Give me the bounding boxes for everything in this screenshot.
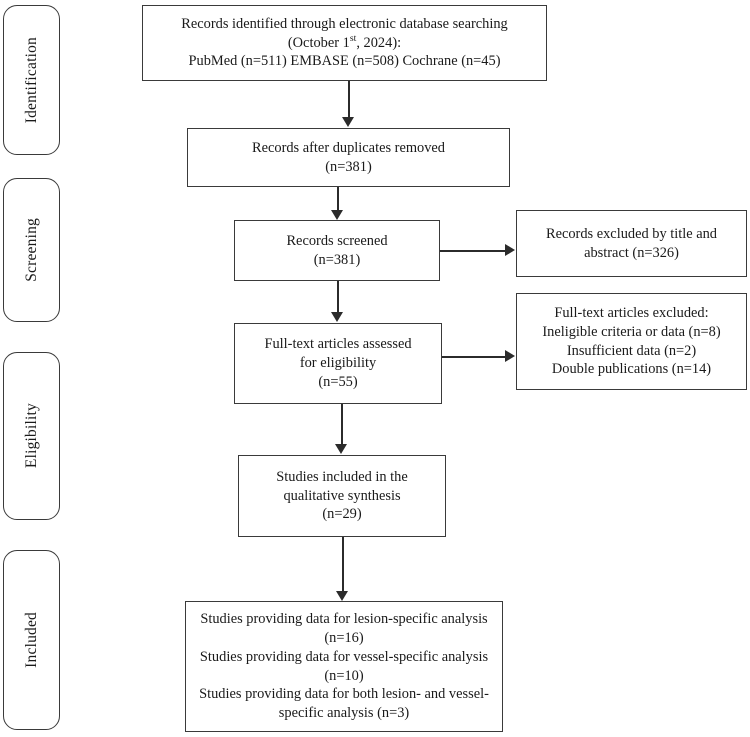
qualitative-synthesis-line3: (n=29) <box>322 506 362 523</box>
box-records-screened-text: Records screened (n=381) <box>286 232 387 269</box>
stage-eligibility-label: Eligibility <box>22 403 40 469</box>
connector-screened-to-excluded <box>440 250 506 252</box>
fulltext-assessed-line2: for eligibility <box>299 355 377 372</box>
stage-included-label: Included <box>22 612 40 668</box>
box-fulltext-assessed: Full-text articles assessed for eligibil… <box>234 323 442 404</box>
stage-eligibility: Eligibility <box>3 352 60 520</box>
arrowhead-screened-to-excluded <box>505 244 515 256</box>
arrowhead-fulltext-to-synthesis <box>335 444 347 454</box>
connector-synthesis-to-final <box>342 537 344 592</box>
records-identified-line2: (October 1st, 2024): <box>181 32 507 53</box>
box-records-screened: Records screened (n=381) <box>234 220 440 281</box>
final-included-line3: Studies providing data for both lesion- … <box>199 686 489 721</box>
box-records-identified: Records identified through electronic da… <box>142 5 547 81</box>
box-after-duplicates-removed: Records after duplicates removed (n=381) <box>187 128 510 187</box>
connector-duplicates-to-screened <box>337 187 339 211</box>
box-excluded-title-abstract-text: Records excluded by title and abstract (… <box>529 225 734 262</box>
arrowhead-fulltext-to-excluded <box>505 350 515 362</box>
connector-identified-to-duplicates <box>348 81 350 118</box>
box-records-identified-text: Records identified through electronic da… <box>181 15 507 71</box>
box-final-included-text: Studies providing data for lesion-specif… <box>199 610 489 722</box>
stage-screening: Screening <box>3 178 60 322</box>
box-fulltext-excluded-text: Full-text articles excluded: Ineligible … <box>542 304 720 379</box>
records-identified-line3: PubMed (n=511) EMBASE (n=508) Cochrane (… <box>188 53 501 70</box>
box-excluded-title-abstract: Records excluded by title and abstract (… <box>516 210 747 277</box>
records-identified-date-suffix: , 2024): <box>356 34 402 51</box>
records-identified-date-prefix: (October 1 <box>287 34 350 51</box>
stage-included: Included <box>3 550 60 730</box>
qualitative-synthesis-line1: Studies included in the <box>276 468 408 485</box>
box-fulltext-assessed-text: Full-text articles assessed for eligibil… <box>264 335 411 391</box>
box-fulltext-excluded: Full-text articles excluded: Ineligible … <box>516 293 747 390</box>
fulltext-excluded-line4: Double publications (n=14) <box>551 361 712 378</box>
arrowhead-identified-to-duplicates <box>342 117 354 127</box>
after-duplicates-line2: (n=381) <box>325 158 372 175</box>
records-screened-line1: Records screened <box>286 232 388 249</box>
stage-identification: Identification <box>3 5 60 155</box>
connector-fulltext-to-excluded <box>442 356 506 358</box>
final-included-line1: Studies providing data for lesion-specif… <box>200 611 488 647</box>
box-qualitative-synthesis: Studies included in the qualitative synt… <box>238 455 446 537</box>
records-identified-line1: Records identified through electronic da… <box>181 15 508 32</box>
arrowhead-synthesis-to-final <box>336 591 348 601</box>
stage-identification-label: Identification <box>22 36 40 124</box>
connector-fulltext-to-synthesis <box>341 404 343 445</box>
after-duplicates-line1: Records after duplicates removed <box>252 139 445 156</box>
qualitative-synthesis-line2: qualitative synthesis <box>283 487 401 504</box>
box-final-included-studies: Studies providing data for lesion-specif… <box>185 601 503 732</box>
box-qualitative-synthesis-text: Studies included in the qualitative synt… <box>276 468 408 524</box>
records-screened-line2: (n=381) <box>313 251 361 268</box>
fulltext-excluded-line3: Insufficient data (n=2) <box>566 342 697 359</box>
stage-screening-label: Screening <box>22 218 40 282</box>
arrowhead-screened-to-fulltext <box>331 312 343 322</box>
fulltext-excluded-line2: Ineligible criteria or data (n=8) <box>542 323 721 340</box>
box-after-duplicates-text: Records after duplicates removed (n=381) <box>252 139 445 176</box>
fulltext-assessed-line1: Full-text articles assessed <box>264 336 412 353</box>
fulltext-excluded-line1: Full-text articles excluded: <box>554 305 709 322</box>
excluded-title-abstract-line: Records excluded by title and abstract (… <box>545 225 718 261</box>
arrowhead-duplicates-to-screened <box>331 210 343 220</box>
fulltext-assessed-line3: (n=55) <box>318 373 358 390</box>
connector-screened-to-fulltext <box>337 281 339 313</box>
records-identified-date-superscript: st <box>349 32 357 44</box>
final-included-line2: Studies providing data for vessel-specif… <box>199 648 489 684</box>
